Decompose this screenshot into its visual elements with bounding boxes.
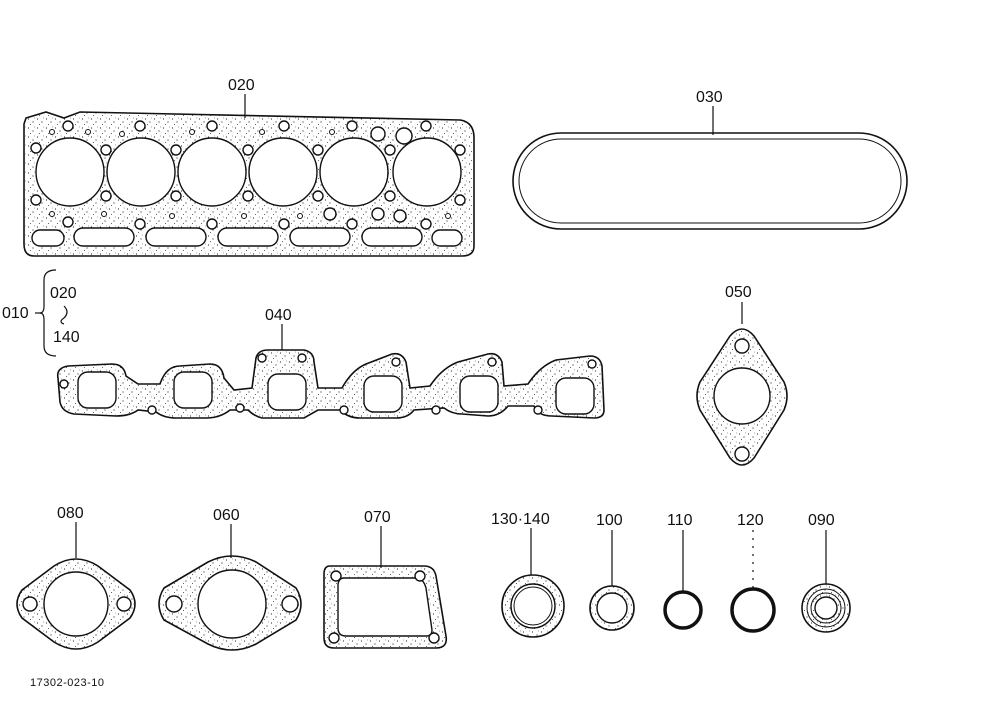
kit-brace-010: 010 020 140	[2, 269, 80, 357]
label-120: 120	[737, 512, 764, 529]
label-030: 030	[696, 89, 723, 106]
label-070: 070	[364, 509, 391, 526]
exhaust-manifold-gasket-040: 040	[56, 307, 605, 419]
label-140-brace: 140	[53, 329, 80, 346]
oil-seal-090: 090	[801, 512, 851, 633]
label-100: 100	[596, 512, 623, 529]
flange-gasket-060: 060	[158, 507, 302, 651]
label-080: 080	[57, 505, 84, 522]
o-ring-120: 120	[730, 512, 776, 633]
housing-gasket-070: 070	[323, 509, 448, 649]
label-060: 060	[213, 507, 240, 524]
seal-ring-130-140: 130·140	[491, 511, 565, 638]
label-040: 040	[265, 307, 292, 324]
flange-gasket-080: 080	[16, 505, 136, 650]
label-110: 110	[667, 512, 693, 529]
o-ring-110: 110	[663, 512, 703, 630]
head-gasket-020: 020	[23, 77, 475, 257]
drawing-code: 17302-023-10	[30, 677, 105, 689]
label-010: 010	[2, 305, 29, 322]
flange-gasket-050: 050	[696, 284, 788, 466]
rocker-cover-gasket-030: 030	[512, 89, 908, 230]
washer-100: 100	[589, 512, 635, 631]
label-020: 020	[228, 77, 255, 94]
label-090: 090	[808, 512, 835, 529]
label-020-brace: 020	[50, 285, 77, 302]
label-130-140: 130·140	[491, 511, 550, 528]
label-050: 050	[725, 284, 752, 301]
